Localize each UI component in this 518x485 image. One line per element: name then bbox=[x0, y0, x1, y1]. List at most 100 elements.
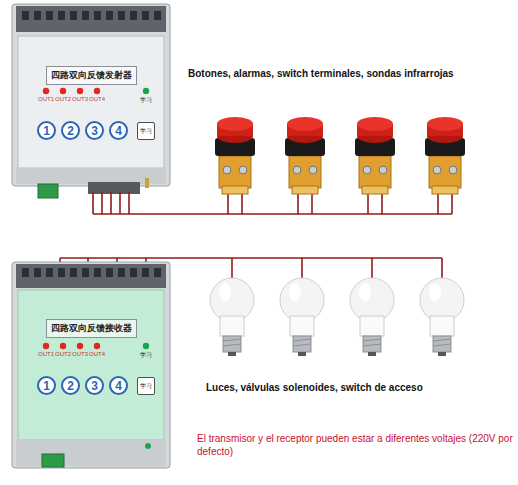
push-button bbox=[362, 186, 388, 194]
wire bbox=[241, 192, 243, 214]
light-bulb bbox=[420, 278, 464, 322]
push-button bbox=[215, 117, 255, 194]
receiver-housing bbox=[58, 268, 65, 277]
transmitter-housing bbox=[70, 11, 77, 20]
light-bulb bbox=[420, 278, 464, 356]
light-bulb bbox=[350, 278, 394, 356]
transmitter-housing bbox=[142, 11, 149, 20]
receiver-housing bbox=[12, 262, 170, 468]
light-bulb bbox=[363, 339, 381, 341]
transmitter-housing bbox=[88, 182, 140, 194]
led-label: 学习 bbox=[140, 96, 152, 104]
led-label: OUT3 bbox=[72, 351, 88, 359]
button-label: 学习 bbox=[140, 128, 152, 134]
button-number: 3 bbox=[91, 125, 98, 137]
light-bulb bbox=[223, 344, 241, 346]
led-label: OUT4 bbox=[89, 96, 105, 104]
push-button bbox=[223, 166, 231, 174]
light-bulb bbox=[290, 316, 314, 336]
channel-button: 4 bbox=[109, 121, 128, 140]
light-bulb bbox=[359, 283, 371, 301]
light-bulb bbox=[429, 283, 441, 301]
receiver-housing bbox=[22, 268, 29, 277]
transmitter-housing bbox=[118, 11, 125, 20]
channel-button: 1 bbox=[37, 121, 56, 140]
light-bulb bbox=[363, 336, 381, 352]
wire bbox=[93, 213, 452, 215]
light-bulb bbox=[438, 352, 446, 356]
wire bbox=[110, 192, 112, 214]
input-devices-caption: Botones, alarmas, switch terminales, son… bbox=[188, 68, 454, 81]
push-button bbox=[293, 166, 301, 174]
push-button bbox=[363, 166, 371, 174]
receiver-housing bbox=[145, 443, 151, 449]
receiver-housing bbox=[22, 268, 161, 277]
push-button bbox=[222, 186, 248, 194]
learn-button: 学习 bbox=[137, 377, 155, 395]
receiver-housing bbox=[12, 262, 170, 468]
light-bulb bbox=[433, 344, 451, 346]
light-bulb bbox=[293, 339, 311, 341]
wire bbox=[371, 258, 373, 278]
wire bbox=[227, 192, 229, 214]
module-title: 四路双向反馈发射器 bbox=[46, 66, 137, 85]
indicator-led bbox=[77, 343, 83, 349]
transmitter-housing bbox=[22, 11, 29, 20]
push-button bbox=[219, 156, 251, 188]
transmitter-housing bbox=[106, 11, 113, 20]
output-devices-caption: Luces, válvulas solenoides, switch de ac… bbox=[206, 382, 423, 395]
transmitter-housing bbox=[154, 11, 161, 20]
receiver-housing bbox=[118, 268, 125, 277]
led-label: OUT2 bbox=[55, 351, 71, 359]
light-bulb bbox=[360, 316, 384, 336]
light-bulb bbox=[430, 316, 454, 336]
transmitter-housing bbox=[82, 11, 89, 20]
push-button bbox=[289, 156, 321, 188]
wire bbox=[301, 258, 303, 278]
push-button bbox=[433, 166, 441, 174]
button-number: 3 bbox=[91, 380, 98, 392]
transmitter-housing bbox=[130, 11, 137, 20]
light-bulb bbox=[363, 344, 381, 346]
receiver-housing bbox=[18, 290, 164, 440]
button-label: 学习 bbox=[140, 383, 152, 389]
indicator-led bbox=[43, 343, 49, 349]
receiver-housing bbox=[106, 268, 113, 277]
push-button bbox=[292, 186, 318, 194]
wire bbox=[297, 192, 299, 214]
push-button bbox=[425, 117, 465, 194]
receiver-housing bbox=[142, 268, 149, 277]
push-button bbox=[309, 166, 317, 174]
transmitter-housing bbox=[58, 11, 65, 20]
transmitter-housing bbox=[38, 184, 58, 198]
push-button bbox=[287, 117, 323, 131]
indicator-led bbox=[77, 88, 83, 94]
light-bulb bbox=[220, 316, 244, 336]
receiver-housing bbox=[82, 268, 89, 277]
transmitter-housing bbox=[94, 11, 101, 20]
channel-button: 2 bbox=[61, 121, 80, 140]
light-bulb bbox=[210, 278, 254, 322]
light-bulb bbox=[223, 339, 241, 341]
light-bulb bbox=[280, 278, 324, 356]
push-button bbox=[217, 117, 253, 131]
push-button bbox=[239, 166, 247, 174]
indicator-led bbox=[43, 88, 49, 94]
push-button bbox=[359, 156, 391, 188]
led-label: OUT3 bbox=[72, 96, 88, 104]
led-label: OUT4 bbox=[89, 351, 105, 359]
receiver-housing bbox=[46, 268, 53, 277]
push-button bbox=[285, 117, 325, 194]
wire bbox=[451, 192, 453, 214]
channel-button: 1 bbox=[37, 376, 56, 395]
transmitter-housing bbox=[46, 11, 53, 20]
receiver-housing bbox=[34, 268, 41, 277]
wire bbox=[93, 192, 452, 214]
light-bulb bbox=[293, 344, 311, 346]
push-button bbox=[429, 156, 461, 188]
indicator-led bbox=[143, 88, 149, 94]
led-label: OUT1 bbox=[38, 351, 54, 359]
push-button bbox=[357, 117, 393, 131]
push-button bbox=[215, 117, 465, 194]
receiver-housing bbox=[130, 268, 137, 277]
